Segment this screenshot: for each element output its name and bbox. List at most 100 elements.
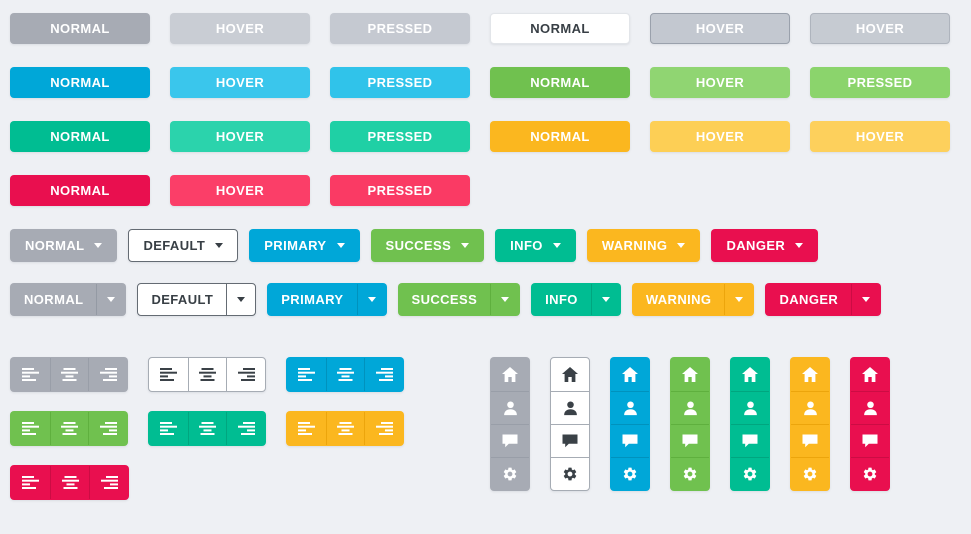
icon-button[interactable]: [551, 391, 589, 424]
state-button[interactable]: NORMAL: [10, 67, 150, 98]
home-icon: [622, 367, 638, 382]
align-button[interactable]: [325, 358, 365, 391]
icon-button[interactable]: [791, 391, 829, 424]
split-dropdown-toggle-button[interactable]: [226, 284, 255, 315]
split-dropdown-main-button[interactable]: INFO: [532, 284, 591, 315]
state-button[interactable]: PRESSED: [330, 121, 470, 152]
split-dropdown-main-button[interactable]: NORMAL: [11, 284, 96, 315]
split-dropdown-main-button[interactable]: DEFAULT: [138, 284, 226, 315]
comment-icon: [682, 434, 698, 448]
dropdown-button[interactable]: INFO: [495, 229, 576, 262]
state-button[interactable]: PRESSED: [330, 67, 470, 98]
state-button[interactable]: PRESSED: [810, 67, 950, 98]
align-button[interactable]: [89, 466, 128, 499]
align-button[interactable]: [149, 412, 188, 445]
icon-button[interactable]: [551, 358, 589, 391]
split-dropdown-toggle-button[interactable]: [96, 284, 125, 315]
user-icon: [683, 400, 698, 416]
align-button[interactable]: [49, 358, 89, 391]
align-button[interactable]: [364, 412, 403, 445]
state-button[interactable]: NORMAL: [490, 67, 630, 98]
align-button[interactable]: [50, 466, 89, 499]
dropdown-button[interactable]: NORMAL: [10, 229, 118, 262]
align-button[interactable]: [88, 412, 127, 445]
icon-button[interactable]: [671, 358, 709, 391]
dropdown-button[interactable]: PRIMARY: [249, 229, 360, 262]
icon-button[interactable]: [731, 358, 769, 391]
gear-icon: [862, 466, 878, 482]
align-button[interactable]: [49, 412, 89, 445]
state-button[interactable]: NORMAL: [10, 121, 150, 152]
dropdown-button[interactable]: SUCCESS: [370, 229, 485, 262]
state-button[interactable]: HOVER: [170, 13, 310, 44]
icon-button[interactable]: [611, 457, 649, 490]
icon-button[interactable]: [491, 424, 529, 457]
split-dropdown-main-button[interactable]: PRIMARY: [268, 284, 356, 315]
icon-button[interactable]: [791, 457, 829, 490]
state-button[interactable]: HOVER: [170, 67, 310, 98]
icon-button[interactable]: [491, 358, 529, 391]
icon-button[interactable]: [551, 457, 589, 490]
state-button[interactable]: NORMAL: [490, 121, 630, 152]
caret-down-icon: [795, 243, 804, 248]
icon-button[interactable]: [671, 424, 709, 457]
dropdown-button[interactable]: DANGER: [711, 229, 819, 262]
split-dropdown-main-button[interactable]: DANGER: [766, 284, 851, 315]
state-button[interactable]: HOVER: [170, 121, 310, 152]
align-button[interactable]: [11, 358, 50, 391]
icon-button[interactable]: [851, 457, 889, 490]
icon-button[interactable]: [851, 391, 889, 424]
split-dropdown-toggle-button[interactable]: [356, 284, 386, 315]
align-button[interactable]: [11, 466, 50, 499]
dropdown-button[interactable]: DEFAULT: [128, 229, 239, 262]
split-dropdown-toggle-button[interactable]: [724, 284, 753, 315]
split-dropdown-main-button[interactable]: WARNING: [633, 284, 725, 315]
state-button[interactable]: PRESSED: [330, 13, 470, 44]
state-button[interactable]: HOVER: [650, 67, 790, 98]
icon-button[interactable]: [491, 391, 529, 424]
align-button[interactable]: [11, 412, 50, 445]
icon-button[interactable]: [611, 391, 649, 424]
state-button[interactable]: PRESSED: [330, 175, 470, 206]
user-icon: [863, 400, 878, 416]
align-button[interactable]: [88, 358, 127, 391]
align-button[interactable]: [287, 412, 326, 445]
split-dropdown-main-button[interactable]: SUCCESS: [399, 284, 491, 315]
state-button[interactable]: NORMAL: [490, 13, 630, 44]
icon-button[interactable]: [611, 424, 649, 457]
dropdown-label: PRIMARY: [264, 238, 327, 253]
state-button[interactable]: HOVER: [810, 121, 950, 152]
align-button[interactable]: [187, 412, 227, 445]
align-button[interactable]: [226, 412, 265, 445]
state-button[interactable]: HOVER: [810, 13, 950, 44]
align-button[interactable]: [149, 358, 188, 391]
split-dropdown-toggle-button[interactable]: [490, 284, 519, 315]
align-button-group: [286, 411, 404, 446]
icon-button[interactable]: [791, 424, 829, 457]
state-button[interactable]: HOVER: [650, 121, 790, 152]
state-button[interactable]: NORMAL: [10, 13, 150, 44]
icon-button[interactable]: [731, 457, 769, 490]
state-button[interactable]: NORMAL: [10, 175, 150, 206]
align-button[interactable]: [364, 358, 403, 391]
icon-button[interactable]: [731, 424, 769, 457]
align-button[interactable]: [287, 358, 326, 391]
align-button[interactable]: [325, 412, 365, 445]
dropdown-button[interactable]: WARNING: [586, 229, 701, 262]
state-button[interactable]: HOVER: [650, 13, 790, 44]
icon-button[interactable]: [611, 358, 649, 391]
split-dropdown-toggle-button[interactable]: [590, 284, 620, 315]
align-button[interactable]: [187, 358, 227, 391]
align-button-group: [148, 357, 266, 392]
icon-button[interactable]: [671, 457, 709, 490]
icon-button[interactable]: [491, 457, 529, 490]
icon-button[interactable]: [671, 391, 709, 424]
icon-button[interactable]: [731, 391, 769, 424]
icon-button[interactable]: [851, 358, 889, 391]
icon-button[interactable]: [551, 424, 589, 457]
state-button[interactable]: HOVER: [170, 175, 310, 206]
icon-button[interactable]: [791, 358, 829, 391]
split-dropdown-toggle-button[interactable]: [851, 284, 880, 315]
icon-button[interactable]: [851, 424, 889, 457]
align-button[interactable]: [226, 358, 265, 391]
